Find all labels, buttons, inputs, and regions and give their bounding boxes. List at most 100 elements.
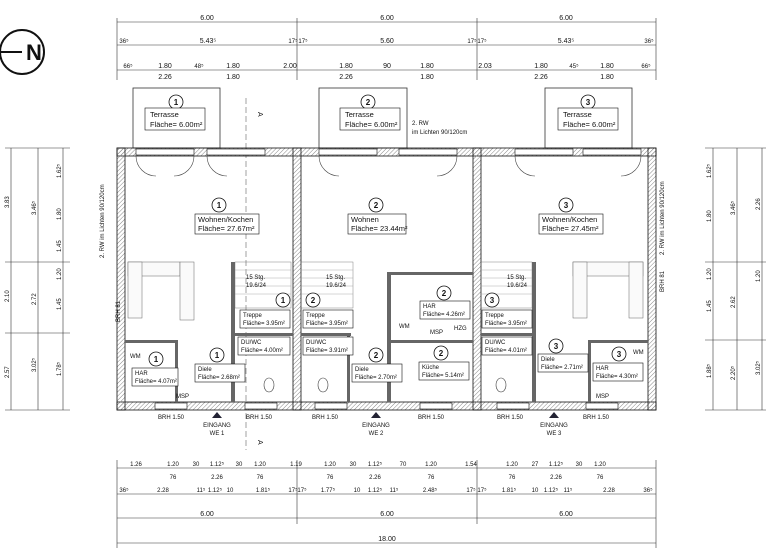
svg-text:1: 1: [281, 296, 286, 305]
svg-text:3: 3: [586, 98, 591, 107]
svg-text:70: 70: [400, 462, 407, 468]
svg-text:Fläche= 6.00m²: Fläche= 6.00m²: [150, 120, 203, 129]
room-diele-2: 2 Diele Fläche= 2.70m²: [351, 347, 403, 383]
svg-text:2.26: 2.26: [550, 475, 562, 481]
top-dim-r3-1: 1.80: [158, 63, 172, 70]
brh-bottom-2: BRH 1.50: [246, 415, 273, 421]
svg-text:1.20: 1.20: [756, 270, 762, 282]
svg-text:17⁵: 17⁵: [288, 487, 298, 494]
bottom-dim-r3-1: 6.00: [380, 511, 394, 518]
top-dim-r2-5: 17⁵: [467, 38, 477, 45]
room-treppe-2: 2 Treppe Fläche= 3.95m²: [302, 292, 354, 329]
bottom-dimension-lines: [116, 460, 657, 548]
svg-text:76: 76: [257, 475, 264, 481]
room-treppe-1: 1 Treppe Fläche= 3.95m²: [239, 292, 291, 329]
kitchen-counters: [127, 261, 644, 321]
svg-text:Fläche= 6.00m²: Fläche= 6.00m²: [563, 120, 616, 129]
section-marker-top: A: [256, 112, 263, 117]
svg-text:3.46⁵: 3.46⁵: [31, 200, 38, 215]
svg-text:Terrasse: Terrasse: [563, 110, 592, 119]
svg-text:1.62⁵: 1.62⁵: [56, 163, 63, 178]
bottom-dim-total: 18.00: [378, 536, 396, 543]
room-diele-1: 1 Diele Fläche= 2.68m²: [194, 347, 246, 383]
wm-label-2: WM: [399, 324, 410, 330]
msp-label-1: MSP: [176, 394, 189, 400]
top-dim-r3-6: 90: [383, 63, 391, 70]
svg-text:1.54: 1.54: [465, 462, 477, 468]
rw-note-right: 2. RW im Lichten 90/120cm: [660, 181, 666, 255]
svg-text:Fläche= 2.70m²: Fläche= 2.70m²: [355, 375, 397, 381]
bottom-dim-row2: 36⁵ 2.28 11⁵ 1.12⁵ 10 1.81⁵ 17⁵ 17⁵ 1.77…: [119, 487, 653, 494]
svg-text:DU/WC: DU/WC: [485, 340, 506, 346]
terrace-3-label: 3 Terrasse Fläche= 6.00m²: [557, 94, 619, 131]
top-dim-r3-4: 2.00: [283, 63, 297, 70]
top-windows: [135, 148, 642, 156]
svg-text:Fläche= 4.01m²: Fläche= 4.01m²: [485, 348, 527, 354]
stair-treads: [235, 269, 532, 295]
top-dim-r3-2: 48⁵: [194, 63, 204, 70]
svg-text:17⁵: 17⁵: [466, 487, 476, 494]
room-duwc-2: DU/WC Fläche= 3.91m²: [302, 336, 354, 356]
svg-text:3: 3: [490, 296, 495, 305]
svg-text:1.80: 1.80: [57, 208, 63, 220]
svg-text:2: 2: [374, 201, 379, 210]
svg-text:36⁵: 36⁵: [119, 487, 129, 494]
svg-text:WE 2: WE 2: [369, 431, 384, 437]
top-dim-3: 6.00: [559, 15, 573, 22]
svg-text:2.26: 2.26: [369, 475, 381, 481]
svg-text:Diele: Diele: [541, 357, 555, 363]
room-wohnen-kochen-1: 1 Wohnen/Kochen Fläche= 27.67m²: [194, 197, 260, 235]
svg-text:10: 10: [354, 488, 361, 494]
svg-text:Fläche= 6.00m²: Fläche= 6.00m²: [345, 120, 398, 129]
svg-text:76: 76: [428, 475, 435, 481]
room-wohnen-2: 2 Wohnen Fläche= 23.44m²: [347, 197, 408, 235]
room-wohnen-kochen-3: 3 Wohnen/Kochen Fläche= 27.45m²: [538, 197, 604, 235]
top-dim-r2-1: 5.43⁵: [200, 38, 217, 45]
brh-bottom-6: BRH 1.50: [583, 415, 610, 421]
svg-text:15 Stg.: 15 Stg.: [326, 275, 345, 281]
svg-text:30: 30: [350, 462, 357, 468]
svg-text:15 Stg.: 15 Stg.: [507, 275, 526, 281]
brh-bottom-3: BRH 1.50: [312, 415, 339, 421]
svg-text:1.20: 1.20: [254, 462, 266, 468]
svg-text:2.48⁵: 2.48⁵: [423, 487, 438, 494]
svg-text:19.6/24: 19.6/24: [326, 283, 347, 289]
top-dim-r2-7: 5.43⁵: [558, 38, 575, 45]
svg-text:Terrasse: Terrasse: [345, 110, 374, 119]
svg-text:HAR: HAR: [135, 371, 148, 377]
svg-text:Wohnen/Kochen: Wohnen/Kochen: [198, 215, 253, 224]
svg-text:1.20: 1.20: [57, 268, 63, 280]
svg-text:11⁵: 11⁵: [197, 487, 206, 494]
top-dim-r2-4: 5.60: [380, 38, 394, 45]
stairs: [234, 261, 533, 309]
top-dim-2: 6.00: [380, 15, 394, 22]
north-arrow-icon: N: [0, 29, 45, 75]
svg-text:19.6/24: 19.6/24: [507, 283, 528, 289]
rw-note-left: 2. RW im Lichten 90/120cm: [100, 184, 106, 258]
top-dim-r3-5: 1.80: [339, 63, 353, 70]
svg-text:1.45: 1.45: [707, 300, 713, 312]
left-dimension-lines: [5, 147, 70, 411]
svg-text:3: 3: [554, 342, 559, 351]
stair-label-2: 15 Stg. 19.6/24: [326, 275, 347, 289]
svg-text:Terrasse: Terrasse: [150, 110, 179, 119]
svg-text:Wohnen: Wohnen: [351, 215, 379, 224]
bottom-dim-r3-2: 6.00: [559, 511, 573, 518]
svg-text:2.28: 2.28: [603, 488, 615, 494]
top-dimension-lines: [116, 18, 657, 80]
room-kueche-2: 2 Küche Fläche= 5.14m²: [418, 345, 470, 381]
svg-text:Treppe: Treppe: [485, 313, 504, 319]
svg-text:1.80: 1.80: [707, 210, 713, 222]
svg-text:76: 76: [597, 475, 604, 481]
svg-text:2: 2: [442, 289, 447, 298]
top-dim-r3b-0: 2.26: [158, 74, 172, 81]
room-har-1: 1 HAR Fläche= 4.07m²: [131, 351, 179, 387]
top-dim-r2-0: 36⁵: [119, 38, 129, 45]
svg-text:1.12⁵: 1.12⁵: [368, 487, 383, 494]
terrace-2-label: 2 Terrasse Fläche= 6.00m²: [339, 94, 401, 131]
brh-left: BRH 81: [116, 300, 122, 322]
svg-text:DU/WC: DU/WC: [306, 340, 327, 346]
svg-text:EINGANG: EINGANG: [540, 423, 568, 429]
svg-text:Küche: Küche: [422, 365, 440, 371]
